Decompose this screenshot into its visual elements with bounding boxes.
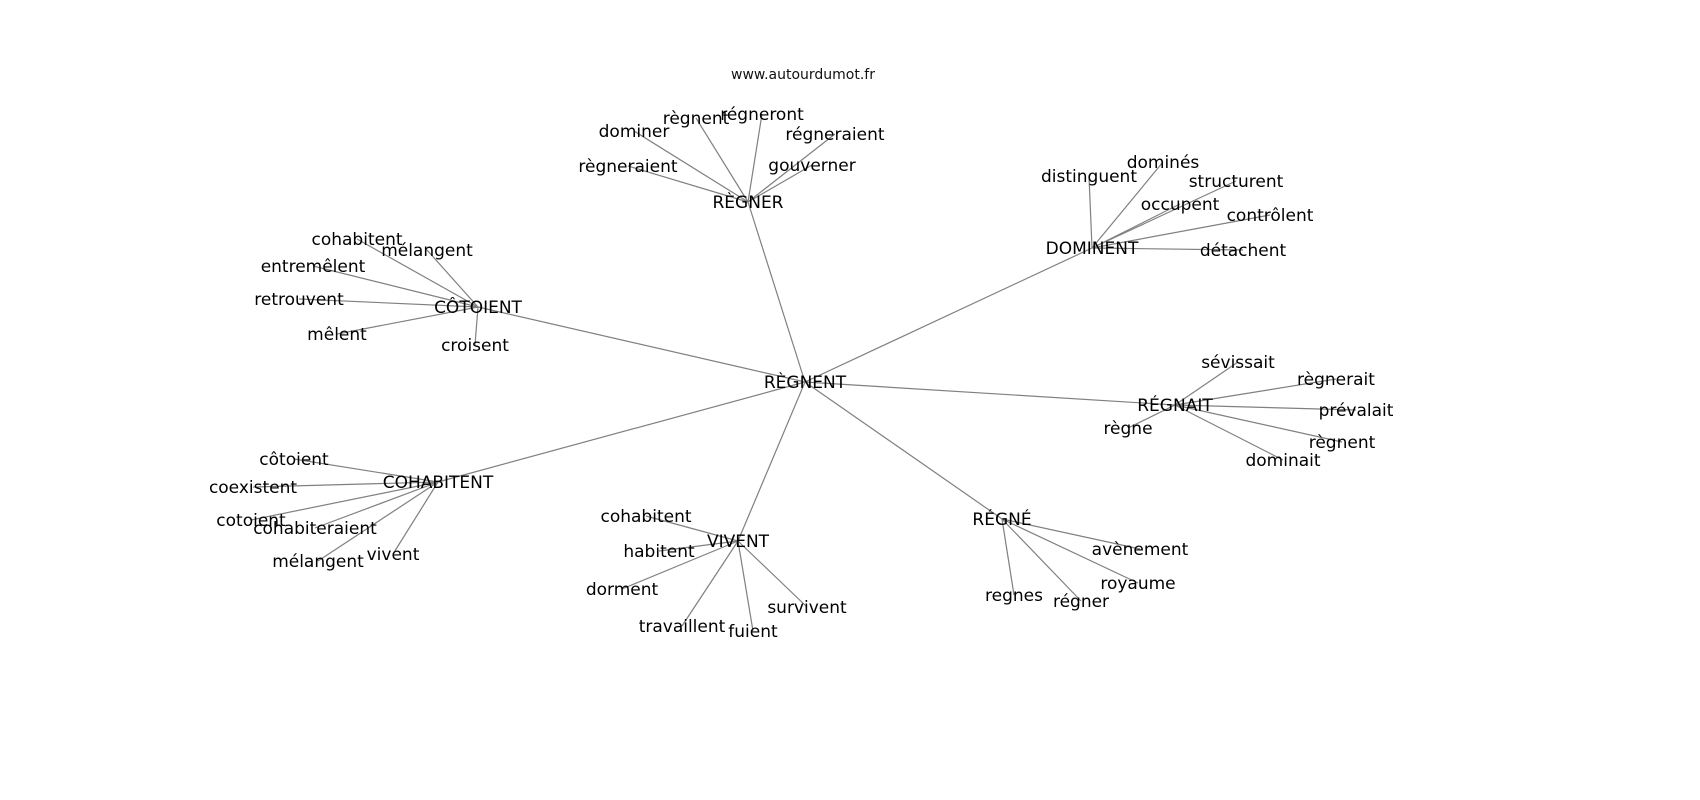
- leaf-word-node[interactable]: contrôlent: [1227, 206, 1314, 226]
- edge-hub-to-leaf: [1174, 404, 1343, 443]
- leaf-word-node[interactable]: regnes: [985, 586, 1043, 606]
- edge-center-to-hub: [437, 381, 806, 483]
- edge-center-to-hub: [737, 381, 806, 542]
- hub-word-node[interactable]: DOMINENT: [1046, 239, 1139, 259]
- leaf-word-node[interactable]: règne: [1103, 419, 1152, 439]
- edge-hub-to-leaf: [1091, 203, 1181, 249]
- edge-center-to-hub: [804, 247, 1093, 383]
- leaf-word-node[interactable]: régner: [1053, 592, 1109, 612]
- edge-hub-to-leaf: [252, 481, 439, 488]
- edge-hub-to-leaf: [392, 481, 439, 555]
- edge-hub-to-leaf: [1174, 378, 1337, 406]
- leaf-word-node[interactable]: dominer: [599, 122, 670, 142]
- edge-hub-to-leaf: [1174, 404, 1284, 461]
- leaf-word-node[interactable]: cohabiteraient: [253, 519, 377, 539]
- leaf-word-node[interactable]: royaume: [1100, 574, 1175, 594]
- leaf-word-node[interactable]: habitent: [623, 542, 695, 562]
- edge-hub-to-leaf: [1091, 247, 1244, 251]
- edge-hub-to-leaf: [747, 133, 836, 203]
- leaf-word-node[interactable]: sévissait: [1201, 353, 1275, 373]
- leaf-word-node[interactable]: survivent: [767, 598, 847, 618]
- hub-word-node[interactable]: CÔTOIENT: [434, 296, 522, 318]
- edge-hub-to-leaf: [645, 515, 739, 542]
- leaf-word-node[interactable]: côtoient: [259, 450, 329, 470]
- leaf-word-node[interactable]: croisent: [441, 336, 509, 356]
- hub-word-node[interactable]: VIVENT: [707, 532, 770, 552]
- leaf-word-node[interactable]: règnent: [1309, 433, 1376, 453]
- edge-hub-to-leaf: [1174, 404, 1357, 411]
- edge-hub-to-leaf: [1174, 361, 1239, 406]
- leaf-word-node[interactable]: distinguent: [1041, 167, 1137, 187]
- leaf-word-node[interactable]: règnent: [663, 109, 730, 129]
- edge-hub-to-leaf: [747, 164, 813, 203]
- leaf-word-node[interactable]: dominait: [1245, 451, 1320, 471]
- edge-hub-to-leaf: [426, 249, 479, 308]
- edge-hub-to-leaf: [658, 540, 739, 552]
- edge-hub-to-leaf: [317, 481, 439, 562]
- edges: [250, 113, 1357, 632]
- leaf-word-node[interactable]: prévalait: [1319, 401, 1394, 421]
- edge-hub-to-leaf: [737, 540, 754, 632]
- center-word-node[interactable]: RÈGNENT: [764, 371, 847, 393]
- leaf-word-node[interactable]: dorment: [586, 580, 659, 600]
- edge-hub-to-leaf: [336, 306, 479, 335]
- leaf-word-node[interactable]: retrouvent: [254, 290, 344, 310]
- edge-hub-to-leaf: [1091, 161, 1164, 249]
- leaf-word-node[interactable]: cohabitent: [311, 230, 402, 250]
- leaf-word-node[interactable]: fuient: [728, 622, 778, 642]
- labels: RÈGNENTRÈGNERdominerrègnentrégnerontrégn…: [209, 105, 1394, 642]
- edge-hub-to-leaf: [474, 306, 479, 346]
- edge-hub-to-leaf: [312, 265, 479, 308]
- edge-center-to-hub: [804, 381, 1003, 520]
- edge-hub-to-leaf: [298, 298, 479, 308]
- edge-hub-to-leaf: [1091, 180, 1237, 249]
- edge-hub-to-leaf: [1001, 518, 1141, 550]
- leaf-word-node[interactable]: avènement: [1092, 540, 1189, 560]
- leaf-word-node[interactable]: cotoient: [216, 511, 286, 531]
- leaf-word-node[interactable]: cohabitent: [600, 507, 691, 527]
- hub-word-node[interactable]: RÉGNÉ: [972, 508, 1031, 530]
- hub-word-node[interactable]: RÈGNER: [713, 191, 784, 213]
- edge-hub-to-leaf: [293, 458, 439, 483]
- edge-hub-to-leaf: [621, 540, 739, 590]
- edge-hub-to-leaf: [1001, 518, 1082, 602]
- edge-center-to-hub: [747, 201, 806, 383]
- leaf-word-node[interactable]: règneraient: [578, 157, 677, 177]
- edge-center-to-hub: [804, 381, 1176, 406]
- leaf-word-node[interactable]: règnerait: [1297, 370, 1375, 390]
- edge-hub-to-leaf: [1127, 404, 1176, 429]
- hub-word-node[interactable]: RÉGNAIT: [1137, 394, 1213, 416]
- leaf-word-node[interactable]: détachent: [1200, 241, 1287, 261]
- edge-center-to-hub: [477, 306, 806, 383]
- leaf-word-node[interactable]: régneraient: [785, 125, 884, 145]
- leaf-word-node[interactable]: mélangent: [272, 552, 364, 572]
- leaf-word-node[interactable]: coexistent: [209, 478, 297, 498]
- edge-hub-to-leaf: [314, 481, 439, 529]
- leaf-word-node[interactable]: dominés: [1127, 153, 1200, 173]
- edge-hub-to-leaf: [627, 165, 749, 203]
- edge-hub-to-leaf: [1088, 175, 1093, 249]
- edge-hub-to-leaf: [1001, 518, 1139, 584]
- edge-hub-to-leaf: [356, 238, 479, 308]
- leaf-word-node[interactable]: régneront: [720, 105, 804, 125]
- leaf-word-node[interactable]: gouverner: [768, 156, 855, 176]
- edge-hub-to-leaf: [747, 113, 763, 203]
- leaf-word-node[interactable]: vivent: [367, 545, 420, 565]
- leaf-word-node[interactable]: travaillent: [639, 617, 726, 637]
- leaf-word-node[interactable]: entremêlent: [261, 257, 366, 277]
- edge-hub-to-leaf: [250, 481, 439, 521]
- edge-hub-to-leaf: [695, 117, 749, 203]
- leaf-word-node[interactable]: occupent: [1141, 195, 1220, 215]
- site-watermark: www.autourdumot.fr: [731, 67, 875, 83]
- leaf-word-node[interactable]: structurent: [1189, 172, 1284, 192]
- edge-hub-to-leaf: [633, 130, 749, 203]
- edge-hub-to-leaf: [1001, 518, 1015, 596]
- edge-hub-to-leaf: [681, 540, 739, 627]
- edge-hub-to-leaf: [1091, 214, 1271, 249]
- hub-word-node[interactable]: COHABITENT: [383, 473, 494, 493]
- edge-hub-to-leaf: [737, 540, 808, 608]
- leaf-word-node[interactable]: mélangent: [381, 241, 473, 261]
- leaf-word-node[interactable]: mêlent: [307, 325, 367, 345]
